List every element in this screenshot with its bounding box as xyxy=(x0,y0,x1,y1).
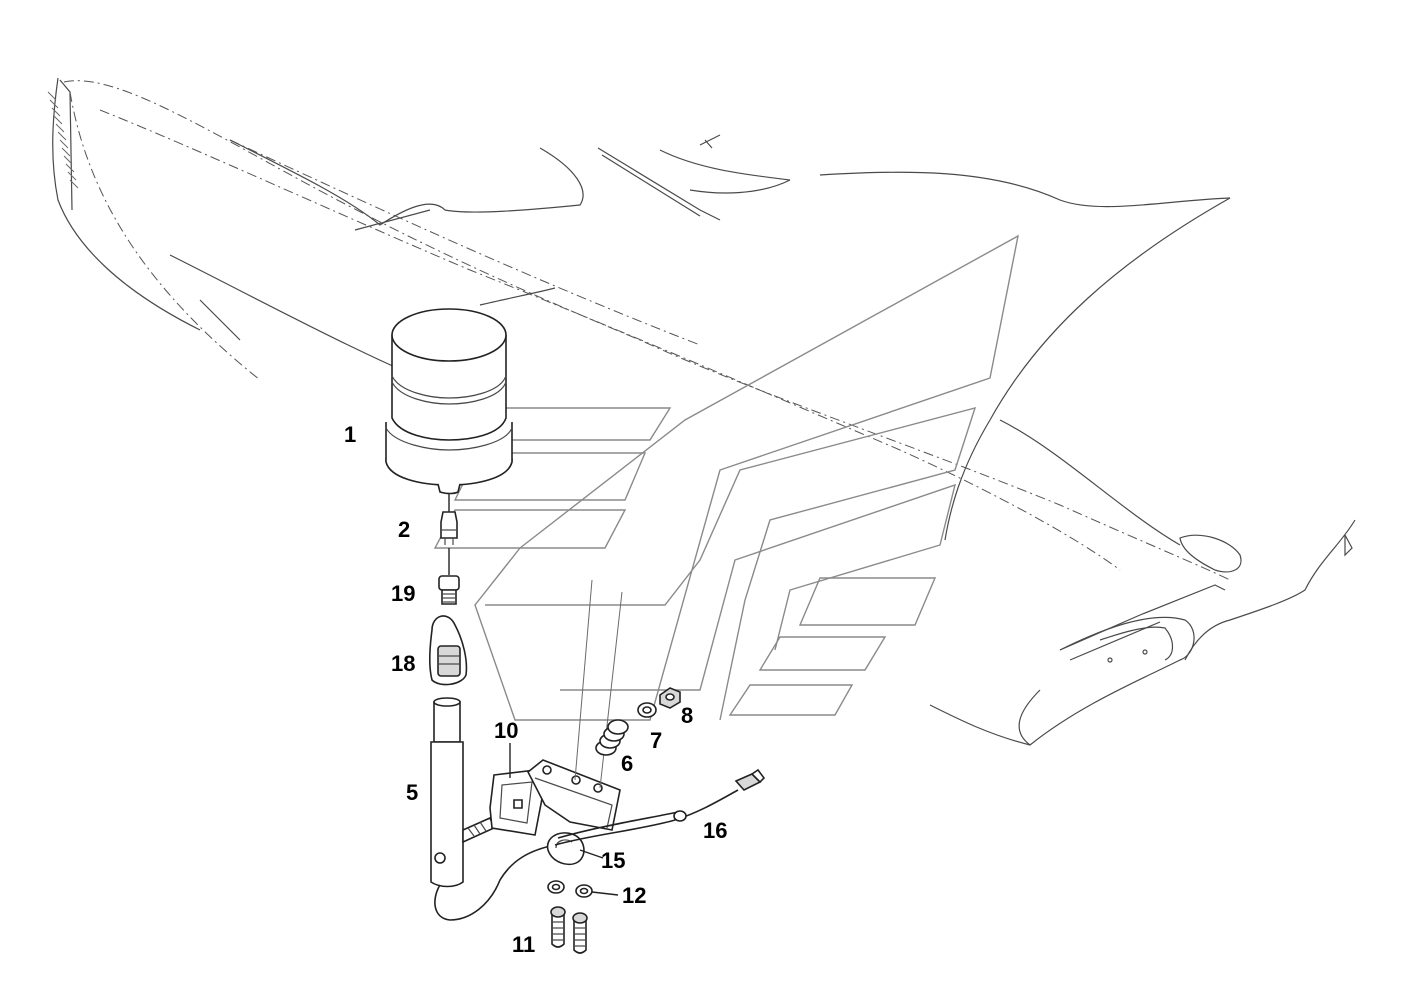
bolt-part-11 xyxy=(550,906,588,954)
callout-16: 16 xyxy=(703,818,727,843)
cable-part-16 xyxy=(554,768,766,846)
bracket-part-10 xyxy=(489,743,546,836)
threaded-insert-part-19 xyxy=(438,548,460,605)
rubber-cap-part-18 xyxy=(428,615,468,686)
callout-10: 10 xyxy=(494,718,518,743)
callout-18: 18 xyxy=(391,651,415,676)
callout-19: 19 xyxy=(391,581,415,606)
callout-labels: 1 2 19 18 5 10 6 7 8 16 15 12 11 xyxy=(344,422,727,957)
callout-5: 5 xyxy=(406,780,418,805)
cab-roof-outline xyxy=(47,77,1356,746)
callout-6: 6 xyxy=(621,751,633,776)
connector-part-2 xyxy=(440,494,458,545)
callout-12: 12 xyxy=(622,883,646,908)
callout-2: 2 xyxy=(398,517,410,542)
mounting-pole-part-5 xyxy=(430,697,556,921)
clamp-part-15 xyxy=(546,832,604,866)
washer-part-7 xyxy=(637,702,657,718)
washer-part-12 xyxy=(547,880,619,898)
callout-1: 1 xyxy=(344,422,356,447)
callout-7: 7 xyxy=(650,728,662,753)
spring-part-6 xyxy=(595,719,629,756)
callout-8: 8 xyxy=(681,703,693,728)
callout-15: 15 xyxy=(601,848,625,873)
background-logo xyxy=(433,234,1019,721)
nut-part-8 xyxy=(659,687,681,709)
beacon-light-part-1 xyxy=(385,308,513,495)
callout-11: 11 xyxy=(512,932,535,957)
mounting-plate xyxy=(526,579,623,831)
